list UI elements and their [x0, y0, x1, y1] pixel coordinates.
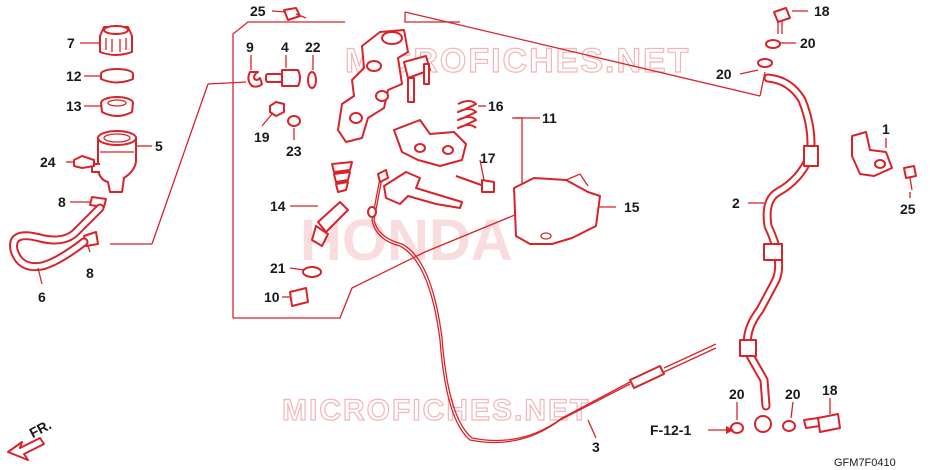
callout-13: 13: [66, 98, 82, 114]
callout-20-d: 20: [785, 386, 801, 402]
callout-18-top: 18: [814, 3, 830, 19]
master-cylinder-body: [337, 29, 431, 143]
washer-20-b: [757, 58, 773, 68]
callout-11: 11: [542, 110, 557, 126]
callout-22: 22: [305, 39, 321, 55]
boot-10: [289, 287, 309, 307]
hose-clamp-1: [851, 131, 893, 177]
reference-arrow: [708, 426, 734, 434]
callout-3: 3: [592, 439, 600, 455]
reservoir-body: [91, 130, 137, 193]
reference-label: F-12-1: [650, 422, 691, 438]
heat-shield-15: [513, 173, 601, 245]
stay-bracket: [383, 171, 463, 209]
watermark-bottom: MICROFICHES.NET: [282, 394, 590, 427]
nut-19: [269, 101, 285, 117]
circlip-9: [247, 71, 263, 88]
callout-10: 10: [264, 289, 280, 305]
callout-25-right: 25: [900, 201, 916, 217]
callout-12: 12: [66, 68, 82, 84]
callout-20-a: 20: [800, 35, 816, 51]
callout-21: 21: [270, 260, 286, 276]
piston-14: [311, 201, 349, 247]
callout-20-c: 20: [729, 386, 745, 402]
callout-9: 9: [246, 39, 254, 55]
callout-8-lower: 8: [86, 265, 94, 281]
callout-6: 6: [38, 289, 46, 305]
callout-24: 24: [40, 154, 56, 170]
o-ring-22: [307, 71, 317, 89]
bolt-17: [455, 175, 495, 193]
cup-21: [302, 266, 322, 278]
washer-20-a: [765, 39, 781, 49]
diaphragm: [100, 96, 134, 117]
callout-15: 15: [624, 199, 640, 215]
bolt-25-right: [903, 165, 917, 191]
callout-18-bottom: 18: [822, 382, 838, 398]
linkage-bracket: [393, 119, 467, 167]
diagram-code: GFM7F0410: [834, 457, 896, 469]
release-cable: [367, 169, 717, 444]
callout-2: 2: [732, 195, 740, 211]
screw-24: [73, 155, 95, 169]
brake-hose: [739, 73, 819, 411]
leader-lines: [37, 10, 911, 439]
spring-16: [457, 100, 477, 129]
callout-14: 14: [270, 198, 286, 214]
callout-4: 4: [281, 39, 289, 55]
callout-16: 16: [488, 98, 504, 114]
cap-plate: [100, 68, 134, 84]
callout-7: 7: [67, 35, 75, 51]
washer-23: [287, 115, 301, 127]
lower-banjo: [730, 413, 841, 434]
bolt-25-top: [283, 7, 307, 21]
callout-19: 19: [254, 129, 270, 145]
reservoir-cap: [99, 25, 133, 56]
callout-25: 25: [250, 3, 266, 19]
callout-20-b: 20: [716, 66, 732, 82]
callout-1: 1: [882, 121, 890, 137]
pushrod-4: [265, 69, 301, 87]
reservoir-hose: [9, 203, 105, 272]
banjo-bolt-18-top: [773, 7, 791, 34]
spring-14: [331, 161, 353, 193]
callout-23: 23: [286, 143, 302, 159]
callout-17: 17: [480, 150, 496, 166]
front-direction-label: FR.: [26, 416, 53, 441]
front-direction-arrow: [7, 437, 45, 461]
callout-5: 5: [155, 138, 163, 154]
callout-8-upper: 8: [58, 194, 66, 210]
